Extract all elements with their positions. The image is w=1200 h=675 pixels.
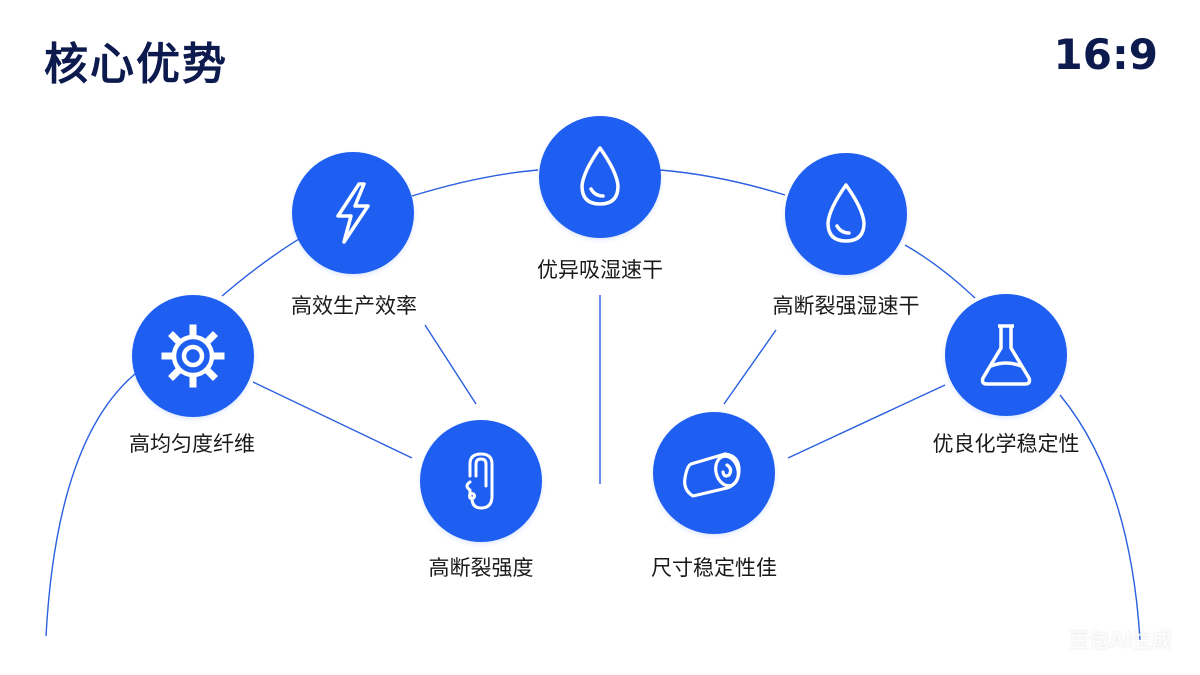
- label-flask: 优良化学稳定性: [932, 432, 1080, 456]
- water-drop-icon: [580, 146, 620, 206]
- link-flask-roll: [787, 384, 946, 459]
- link-gear-hook: [252, 381, 413, 459]
- drop1-node: [539, 116, 661, 238]
- label-hook: 高断裂强度: [428, 556, 534, 580]
- water-drop-icon: [826, 183, 866, 243]
- label-bolt: 高效生产效率: [291, 294, 417, 318]
- label-drop2: 高断裂强湿速干: [772, 294, 920, 318]
- flask-node: [945, 294, 1067, 416]
- label-drop1: 优异吸湿速干: [537, 258, 663, 282]
- page-title: 核心优势: [44, 39, 228, 90]
- lightning-icon: [336, 182, 370, 244]
- outer-arc: [45, 169, 1141, 641]
- hook-node: [420, 420, 542, 542]
- aspect-ratio-label: 16:9: [1053, 30, 1158, 79]
- gear-node: [132, 295, 254, 417]
- fabric-roll-icon: [683, 452, 741, 498]
- flask-icon: [980, 324, 1032, 386]
- link-drop2-roll: [723, 329, 777, 405]
- gear-icon: [161, 324, 225, 388]
- label-roll: 尺寸稳定性佳: [651, 556, 777, 580]
- watermark: 豆包AI生成: [1069, 628, 1172, 652]
- drop2-node: [785, 153, 907, 275]
- bolt-node: [292, 152, 414, 274]
- roll-node: [653, 412, 775, 534]
- fiber-hook-icon: [465, 452, 494, 510]
- label-gear: 高均匀度纤维: [129, 432, 255, 456]
- link-bolt-hook: [424, 324, 477, 405]
